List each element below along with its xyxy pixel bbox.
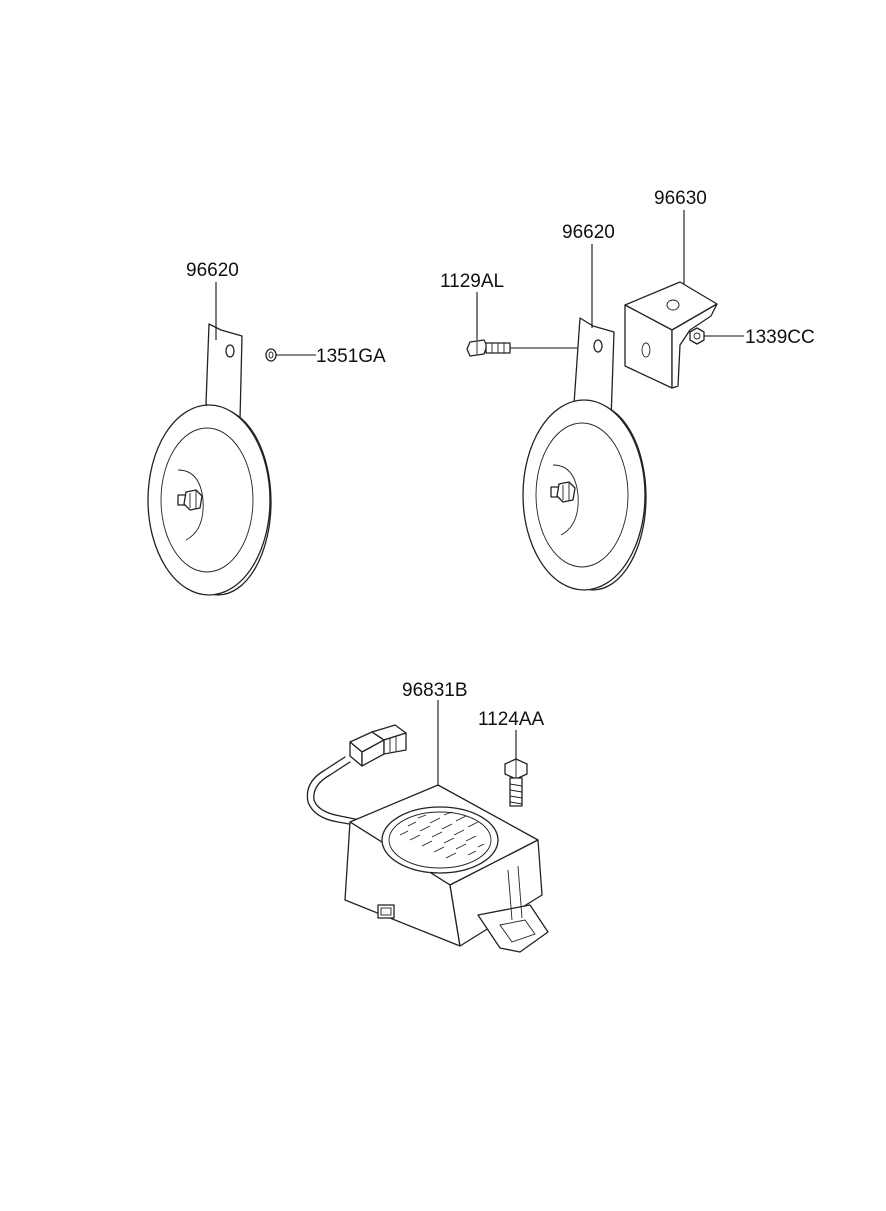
label-nut: 1339CC xyxy=(745,327,815,348)
nut-1339cc xyxy=(689,327,705,345)
washer-1351ga xyxy=(265,348,277,362)
label-bolt: 1129AL xyxy=(440,271,504,292)
alarm-unit-96831b xyxy=(306,724,549,953)
bolt-1129al xyxy=(466,339,511,357)
label-alarm-bolt: 1124AA xyxy=(478,709,545,730)
bolt-1124aa xyxy=(504,758,528,807)
label-horn-left: 96620 xyxy=(186,260,239,281)
label-bracket: 96630 xyxy=(654,188,707,209)
label-alarm: 96831B xyxy=(402,680,468,701)
horn-right xyxy=(522,317,647,591)
horn-left xyxy=(147,323,272,596)
label-horn-right: 96620 xyxy=(562,222,615,243)
bracket-96630 xyxy=(624,281,718,389)
label-washer: 1351GA xyxy=(316,346,386,367)
